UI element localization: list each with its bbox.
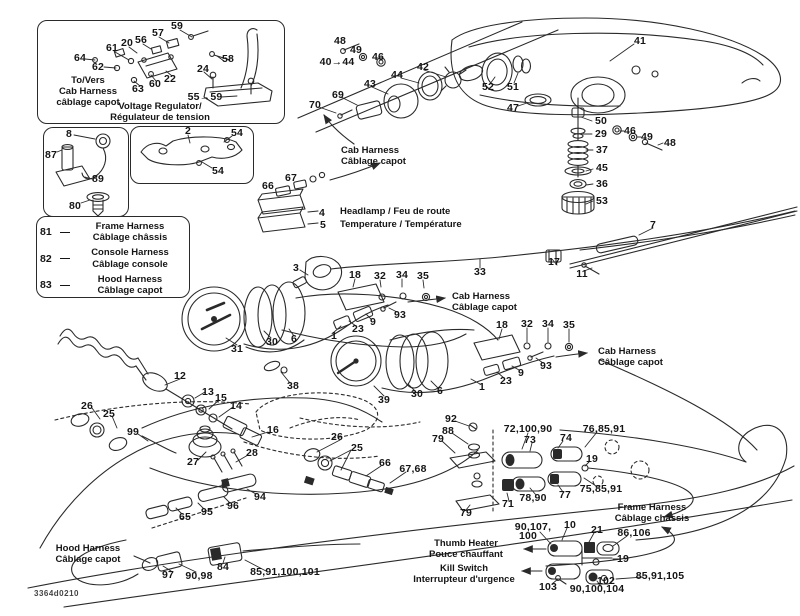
legend-number: 82 (40, 252, 52, 265)
beam-adjuster-drawing (561, 97, 663, 215)
bottom-left-connectors-drawing (133, 473, 361, 572)
gauge-cluster-1-drawing (181, 255, 499, 374)
bracket-box (130, 126, 254, 184)
console-connectors-drawing (257, 171, 326, 233)
legend-number: 83 (40, 279, 52, 292)
headlamp-housing-drawing (297, 17, 781, 133)
legend-dash: — (60, 226, 70, 238)
legend-dash: — (60, 253, 70, 265)
legend-dash: — (60, 279, 70, 291)
figure-code: 3364d0210 (34, 589, 79, 598)
legend-number: 81 (40, 226, 52, 239)
voltage-regulator-drawing (92, 28, 273, 107)
cables-drawing (330, 206, 798, 275)
bottom-right-connectors-drawing (449, 422, 694, 567)
fasteners-drawing (55, 133, 111, 217)
mid-connectors-drawing (303, 448, 394, 496)
voltage-regulator-box (37, 20, 285, 124)
label-arrows (323, 114, 589, 358)
harness-legend-box (36, 216, 190, 298)
hood-outline-drawing (27, 359, 795, 608)
gauge-cluster-2-drawing (330, 328, 574, 393)
leader-lines (56, 29, 664, 586)
tether-cord-drawing (57, 328, 263, 473)
switch-connectors-drawing (520, 540, 620, 585)
headlamp-bulb-parts-drawing (337, 43, 552, 120)
bracket-drawing (140, 136, 243, 166)
